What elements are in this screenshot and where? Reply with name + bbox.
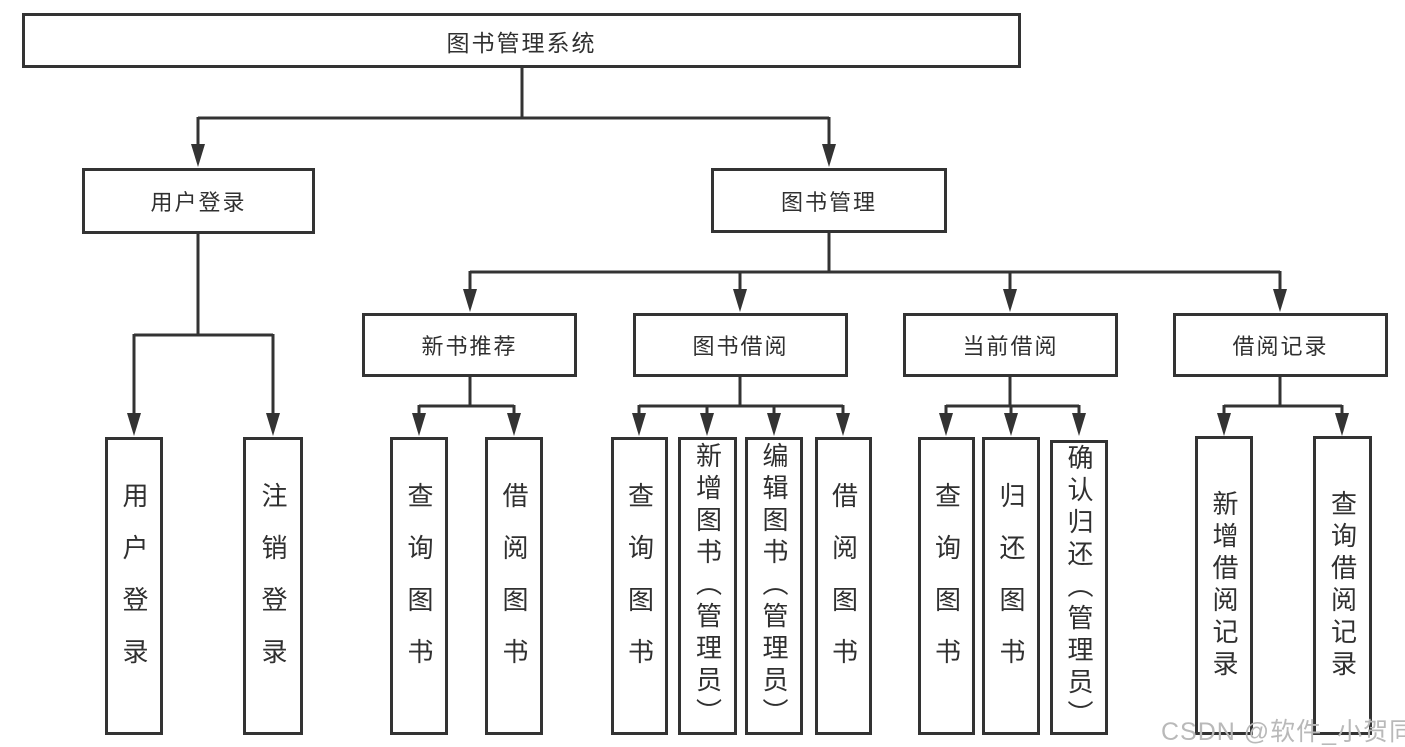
node-book-borrowing: 图书借阅: [633, 313, 848, 377]
node-label: 图书借阅: [692, 334, 789, 359]
leaf-label: 归还图书: [996, 482, 1026, 690]
leaf-label: 注销登录: [258, 482, 288, 690]
leaf-user-login: 用户登录: [105, 437, 163, 735]
node-borrowing-records: 借阅记录: [1173, 313, 1388, 377]
node-label: 图书管理系统: [446, 29, 597, 56]
leaf-label: 确认归还（管理员）: [1064, 443, 1094, 732]
node-root-system: 图书管理系统: [22, 13, 1021, 68]
leaf-confirm-return-admin: 确认归还（管理员）: [1050, 440, 1108, 735]
leaf-label: 新增借阅记录: [1209, 489, 1239, 682]
leaf-add-borrow-record: 新增借阅记录: [1195, 436, 1253, 735]
leaf-label: 新增图书（管理员）: [692, 442, 723, 730]
node-label: 借阅记录: [1232, 334, 1329, 359]
arrowhead-icons: [127, 144, 1349, 436]
leaf-query-books-recommend: 查询图书: [390, 437, 448, 735]
leaf-edit-book-admin: 编辑图书（管理员）: [745, 437, 803, 735]
csdn-watermark: CSDN @软件_小贺同学: [1161, 718, 1405, 746]
node-label: 新书推荐: [421, 334, 518, 359]
leaf-label: 查询借阅记录: [1327, 489, 1358, 682]
node-user-login: 用户登录: [82, 168, 315, 234]
leaf-label: 用户登录: [119, 482, 149, 690]
node-current-borrowing: 当前借阅: [903, 313, 1118, 377]
node-new-book-recommend: 新书推荐: [362, 313, 577, 377]
node-label: 当前借阅: [962, 334, 1059, 359]
leaf-query-borrow-record: 查询借阅记录: [1313, 436, 1372, 735]
node-book-management: 图书管理: [711, 168, 947, 233]
leaf-label: 查询图书: [931, 482, 962, 690]
leaf-label: 查询图书: [404, 482, 434, 690]
leaf-borrow-books-recommend: 借阅图书: [485, 437, 543, 735]
leaf-borrow-books-borrowing: 借阅图书: [815, 437, 872, 735]
leaf-label: 借阅图书: [499, 482, 529, 690]
leaf-label: 查询图书: [624, 482, 655, 690]
node-label: 图书管理: [780, 189, 877, 215]
leaf-query-books-borrowing: 查询图书: [611, 437, 668, 735]
leaf-logout: 注销登录: [243, 437, 303, 735]
leaf-add-book-admin: 新增图书（管理员）: [678, 437, 737, 735]
leaf-label: 借阅图书: [828, 482, 859, 690]
node-label: 用户登录: [150, 190, 247, 215]
leaf-query-books-current: 查询图书: [918, 437, 975, 735]
leaf-return-books: 归还图书: [982, 437, 1040, 735]
leaf-label: 编辑图书（管理员）: [759, 442, 789, 730]
